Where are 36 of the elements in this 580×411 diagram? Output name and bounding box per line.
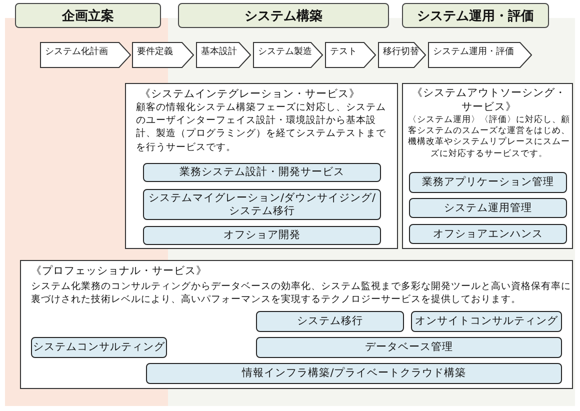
panel-description: 顧客の情報化システム構築フェーズに対応し、システムのユーザインターフェイス設計・環境設計から基本設計、製造（プログラミング）を経てシステムテストまでを行うサービスです。 — [136, 101, 387, 154]
service-item: システムマイグレーション/ダウンサイジング/システム移行 — [143, 189, 381, 220]
phase-header: システム運用・評価 — [402, 3, 549, 28]
process-step — [325, 42, 376, 68]
panel-description: 〈システム運用〉〈評価〉に対応し、顧客システムのスムーズな運営をはじめ、機構改革やシステムリプレースにスムーズに対応するサービスです。 — [407, 115, 571, 160]
panel-description: システム化業務のコンサルティングからデータベースの効率化、システム監視まで多彩な開発ツールと高い資格保有率に裏づけされた技術レベルにより、高いパフォーマンスを実現するテクノロジーサービスを提供しております。 — [31, 280, 571, 306]
step-label: システム化計画 — [45, 46, 108, 58]
step-label: テスト — [330, 46, 357, 58]
service-item: システム移行 — [256, 311, 404, 332]
phase-header: 企画立案 — [15, 3, 161, 28]
service-panel — [20, 260, 573, 389]
service-item: データベース管理 — [256, 337, 562, 358]
step-label: システム運用・評価 — [433, 46, 514, 58]
service-item: 業務アプリケーション管理 — [409, 172, 567, 193]
service-panel — [125, 83, 398, 249]
process-step — [428, 42, 532, 68]
panel-heading: 《プロフェッショナル・サービス》 — [31, 264, 208, 278]
service-item: オフショア開発 — [143, 226, 381, 245]
service-item: 業務システム設計・開発サービス — [143, 163, 381, 182]
process-step — [253, 42, 323, 68]
service-item: システムコンサルティング — [31, 337, 167, 358]
step-label: 移行切替 — [383, 46, 419, 58]
service-item: 情報インフラ構築/プライベートクラウド構築 — [146, 363, 562, 384]
step-label: システム製造 — [258, 46, 312, 58]
panel-heading: 《システムインテグレーション・サービス》 — [140, 87, 361, 101]
service-item: オフショアエンハンス — [409, 224, 567, 244]
service-item: システム運用管理 — [409, 198, 567, 218]
step-label: 基本設計 — [201, 46, 237, 58]
process-step — [40, 42, 131, 68]
process-step — [196, 42, 251, 68]
service-panel — [402, 83, 573, 249]
step-label: 要件定義 — [137, 46, 173, 58]
panel-heading: 《システムアウトソーシング・サービス》 — [411, 87, 567, 114]
phase-header: システム構築 — [178, 3, 389, 28]
process-step — [132, 42, 194, 68]
service-item: オンサイトコンサルティング — [411, 311, 562, 332]
